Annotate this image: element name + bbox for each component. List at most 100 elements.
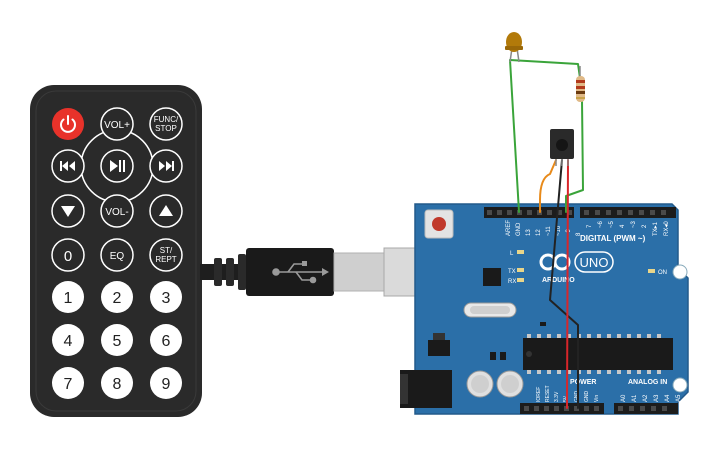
pin-label-2: 2 [642,224,648,228]
triangle-down-icon [61,206,75,217]
led-on-label: ON [658,270,667,276]
pin-label-10: ~10 [556,225,562,236]
pin-label-reset: RESET [545,385,551,402]
smd-component [540,322,546,326]
pin-label-vin: Vin [594,395,600,402]
analog-header [614,403,678,414]
ir-receiver [550,129,574,166]
down-button[interactable] [51,194,85,228]
digit-4-label: 4 [64,333,73,350]
skip-back-icon [60,161,75,171]
led-rx [517,278,524,282]
wire-orange-signal [539,159,557,213]
smd-component [490,352,496,360]
pin-label-tx1: TX▸1 [653,221,659,236]
vol-up-button[interactable]: VOL+ [100,107,134,141]
digit-9-label: 9 [162,376,171,393]
triangle-up-icon [159,205,173,216]
pin-label-5: ~5 [609,220,615,228]
digit-0-label: 0 [64,248,72,265]
pin-label-13: 13 [526,229,532,236]
voltage-regulator [428,333,450,356]
dc-power-jack [400,370,452,408]
capacitor [496,370,524,398]
wire-black-gnd [549,159,579,409]
prev-button[interactable] [51,149,85,183]
led-on [648,269,655,273]
led-l [517,250,524,254]
led-component [505,32,523,63]
brand-label: ARDUINO [542,277,575,284]
smd-component [500,352,506,360]
pin-label-a5: A5 [676,394,682,402]
usb-icon [272,261,329,284]
pin-label-ioref: IOREF [536,387,542,402]
vol-down-button[interactable]: VOL- [100,194,134,228]
wire-green-resistor [565,99,584,213]
digit-2-button[interactable]: 2 [101,281,133,313]
pin-label-7: 7 [587,224,593,228]
st-rept-button[interactable]: ST/ REPT [149,238,183,272]
pin-label-8: 8 [576,232,582,236]
func-stop-label: FUNC/ [154,115,179,124]
st-rept-label-2: REPT [155,255,176,264]
digit-7-label: 7 [64,376,73,393]
digit-4-button[interactable]: 4 [52,324,84,356]
power-header [520,403,604,414]
pin-label-12: 12 [536,229,542,236]
digital-header [484,207,676,218]
pin-label-3: ~3 [631,220,637,228]
wire-green-led [509,59,581,213]
wires [509,59,584,409]
led-l-label: L [510,251,514,257]
pin-label-a2: A2 [643,394,649,402]
pin-label-6: ~6 [598,220,604,228]
pin-label-a1: A1 [632,394,638,402]
capacitor [466,370,494,398]
resistor [576,66,585,102]
pin-label-5v: 5V [563,395,569,402]
pin-label-a4: A4 [665,394,671,402]
digit-1-button[interactable]: 1 [52,281,84,313]
pin-label-gnd-2: GND [584,391,590,403]
eq-button[interactable]: EQ [100,238,134,272]
power-button[interactable] [52,108,84,140]
pin-label-9: ~9 [566,228,572,236]
digit-5-button[interactable]: 5 [101,324,133,356]
atmega-chip [523,334,673,374]
vol-down-label: VOL- [105,207,128,218]
pin-label-a3: A3 [654,394,660,402]
digit-6-button[interactable]: 6 [150,324,182,356]
up-button[interactable] [149,194,183,228]
usb-chip [483,268,501,286]
digit-8-label: 8 [113,376,122,393]
play-pause-button[interactable] [100,149,134,183]
digit-1-label: 1 [64,290,73,307]
st-rept-label: ST/ [160,246,173,255]
digit-7-button[interactable]: 7 [52,367,84,399]
digit-6-label: 6 [162,333,171,350]
led-tx [517,268,524,272]
digit-8-button[interactable]: 8 [101,367,133,399]
reset-button[interactable] [424,209,454,239]
func-stop-button[interactable]: FUNC/ STOP [149,107,183,141]
led-rx-label: RX [508,279,516,285]
pin-label-3v3: 3.3V [554,391,560,402]
next-button[interactable] [149,149,183,183]
eq-label: EQ [110,251,125,262]
digit-0-button[interactable]: 0 [51,238,85,272]
digit-3-button[interactable]: 3 [150,281,182,313]
power-icon [60,115,76,133]
usb-cable [200,247,451,297]
arduino-logo: ARDUINO [539,253,575,284]
digit-2-label: 2 [113,290,122,307]
pin-label-gnd: GND [516,222,522,236]
wire-red-5v [566,159,569,409]
digit-9-button[interactable]: 9 [150,367,182,399]
digital-section-label: DIGITAL (PWM ~) [580,234,646,243]
pin-label-aref: AREF [506,220,512,236]
uno-label: UNO [580,255,609,270]
uno-badge: UNO [574,251,614,273]
analog-section-label: ANALOG IN [628,379,667,386]
